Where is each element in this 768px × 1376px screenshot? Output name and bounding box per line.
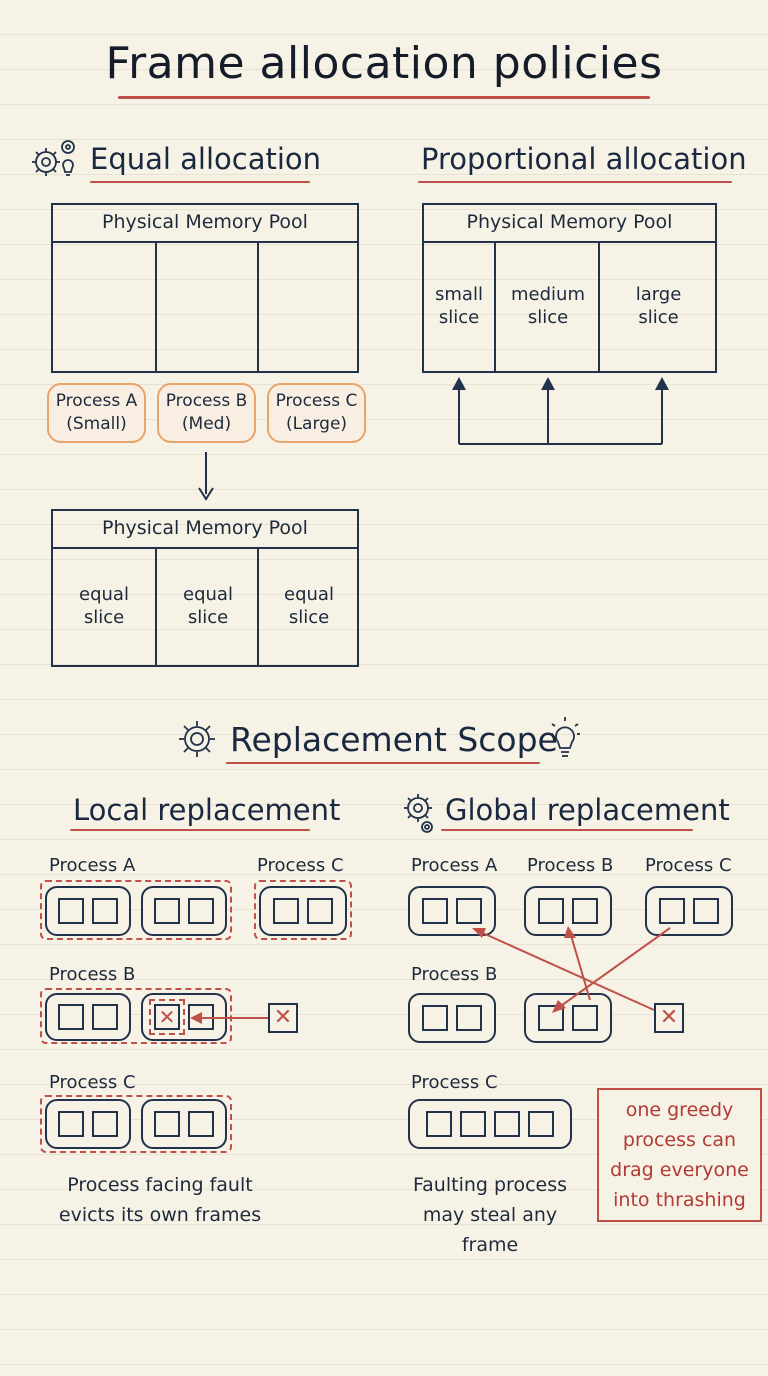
frame (92, 898, 118, 924)
frame-group (45, 993, 131, 1041)
process-c-box: Process C (Large) (267, 383, 366, 443)
frame (92, 1004, 118, 1030)
equal-slice: equal slice (79, 584, 129, 628)
equal-memory-pool: Physical Memory Pool (51, 203, 359, 373)
global-process-a-label: Process A (411, 855, 498, 876)
frame (273, 898, 299, 924)
frame (154, 1111, 180, 1137)
thrashing-warning-note: one greedy process can drag everyone int… (597, 1088, 762, 1222)
global-process-b-top-label: Process B (527, 855, 614, 876)
process-b-box: Process B (Med) (157, 383, 256, 443)
local-c-top-dashed-boundary (254, 880, 352, 940)
local-replacement-heading: Local replacement (73, 793, 341, 827)
frame (58, 1111, 84, 1137)
medium-slice: medium slice (494, 241, 600, 371)
frame (426, 1111, 452, 1137)
frame (693, 898, 719, 924)
frame (494, 1111, 520, 1137)
global-steal-arrows (472, 926, 671, 1013)
global-caption: Faulting process may steal any frame (412, 1174, 568, 1256)
local-evict-arrow (190, 1012, 270, 1024)
proportional-memory-pool: Physical Memory Pool small slice medium … (422, 203, 717, 373)
equal-slice: equal slice (155, 547, 259, 665)
frame (528, 1111, 554, 1137)
global-heading-underline (441, 829, 693, 831)
frame (422, 1005, 448, 1031)
gears-icon (404, 794, 433, 833)
equal-slice: equal slice (257, 547, 359, 665)
lightbulb-icon (550, 717, 580, 757)
global-process-c-label: Process C (411, 1072, 498, 1093)
local-process-a-label: Process A (49, 855, 136, 876)
equal-result-memory-pool: Physical Memory Pool equal slice equal s… (51, 509, 359, 667)
frame (659, 898, 685, 924)
gear-icon (179, 721, 215, 757)
frame-group (141, 1099, 227, 1149)
global-replacement-heading: Global replacement (445, 793, 730, 827)
frame (572, 1005, 598, 1031)
frame-group (259, 886, 347, 936)
frame-group (45, 886, 131, 936)
process-a-label: Process A (Small) (55, 391, 138, 434)
process-c-label: Process C (Large) (275, 391, 358, 434)
gears-icon (32, 140, 75, 176)
frame (538, 1005, 564, 1031)
global-process-b-label: Process B (411, 964, 498, 985)
local-process-c-label: Process C (49, 1072, 136, 1093)
title-underline (118, 96, 650, 99)
large-slice: large slice (598, 241, 717, 371)
pool-cell (53, 241, 155, 371)
frame (422, 898, 448, 924)
local-a-dashed-boundary (40, 880, 232, 940)
frame (456, 1005, 482, 1031)
local-heading-underline (70, 829, 310, 831)
frame-group (408, 1099, 572, 1149)
evicted-frame: ✕ (149, 999, 185, 1035)
process-b-label: Process B (Med) (165, 391, 248, 434)
process-a-box: Process A (Small) (47, 383, 146, 443)
frame (58, 898, 84, 924)
global-process-c-top-label: Process C (645, 855, 732, 876)
equal-heading-underline (90, 181, 310, 183)
equal-allocation-heading: Equal allocation (90, 142, 322, 176)
local-process-b-label: Process B (49, 964, 136, 985)
frame-group (408, 886, 496, 936)
replacement-scope-heading: Replacement Scope (230, 720, 558, 759)
frame (538, 898, 564, 924)
frame (572, 898, 598, 924)
frame-group (645, 886, 733, 936)
frame (456, 898, 482, 924)
pool-cell (155, 241, 259, 371)
replacement-heading-underline (226, 762, 540, 764)
frame (92, 1111, 118, 1137)
frame (58, 1004, 84, 1030)
down-arrow (198, 452, 214, 501)
page-title: Frame allocation policies (105, 38, 663, 89)
small-slice: small slice (435, 284, 483, 328)
proportional-allocation-heading: Proportional allocation (421, 142, 747, 176)
frame-group (45, 1099, 131, 1149)
frame-group (408, 993, 496, 1043)
pool-label: Physical Memory Pool (53, 511, 357, 549)
pool-label: Physical Memory Pool (53, 205, 357, 243)
frame (188, 898, 214, 924)
frame (307, 898, 333, 924)
frame-group (141, 886, 227, 936)
frame (188, 1111, 214, 1137)
local-b-dashed-boundary (40, 988, 232, 1044)
x-mark: ✕ (158, 1005, 176, 1029)
local-c-dashed-boundary (40, 1095, 232, 1153)
proportional-heading-underline (418, 181, 732, 183)
frame (460, 1111, 486, 1137)
frame (154, 898, 180, 924)
local-process-c-top-label: Process C (257, 855, 344, 876)
incoming-page-x-box: ✕ (268, 1003, 298, 1033)
pool-label: Physical Memory Pool (424, 205, 715, 243)
local-caption: Process facing fault evicts its own fram… (58, 1174, 262, 1226)
pool-cell (257, 241, 359, 371)
proportional-arrows (452, 377, 669, 445)
faulting-page-x-box: ✕ (654, 1003, 684, 1033)
